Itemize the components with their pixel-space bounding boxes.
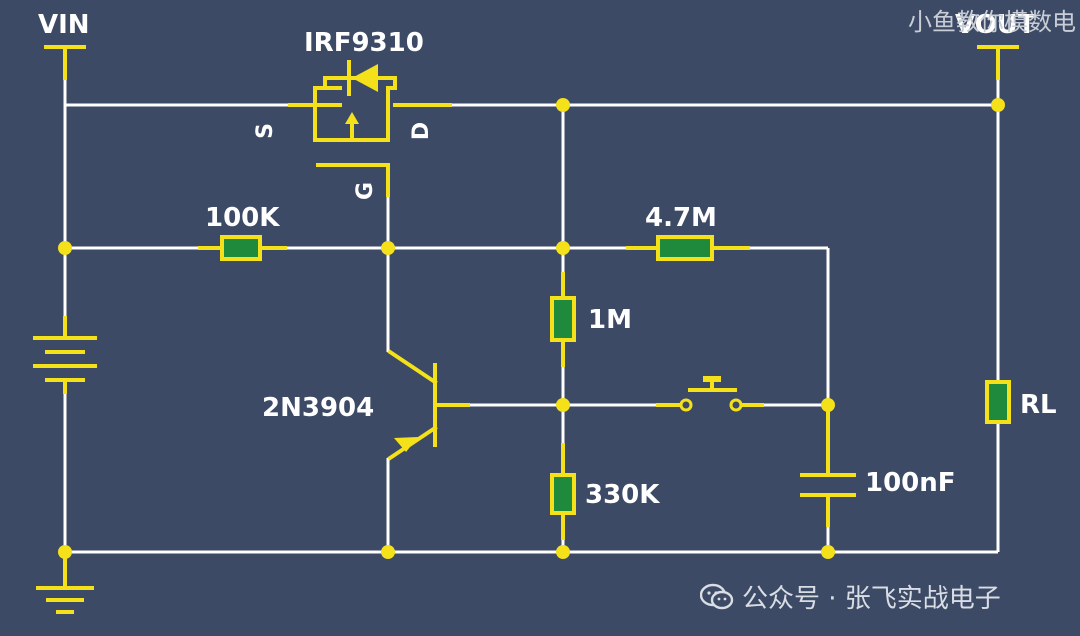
capacitor-100nf [800, 403, 856, 527]
vout-label: VOUT [955, 10, 1036, 40]
junction-bottom-cap [821, 545, 835, 559]
resistor-1m [550, 272, 576, 367]
r-gate-label: 100K [205, 203, 280, 233]
switch-contact-left [679, 398, 693, 412]
mosfet-irf9310 [288, 76, 452, 197]
ground-symbol [36, 553, 94, 614]
watermark-top: 小鱼教你模数电 [908, 8, 1076, 36]
wechat-icon [700, 583, 734, 609]
junction-top-right [991, 98, 1005, 112]
junction-mid-left [58, 241, 72, 255]
r-feedback-label: 4.7M [645, 203, 717, 233]
watermark-bottom-text: 公众号 · 张飞实战电子 [742, 584, 1001, 614]
load-label: RL [1020, 390, 1057, 420]
diode-symbol [347, 60, 378, 96]
junction-bottom-center [556, 545, 570, 559]
watermark-bottom: 公众号 · 张飞实战电子 [700, 578, 1001, 615]
vout-terminal [977, 45, 1019, 80]
junction-bottom-emitter [381, 545, 395, 559]
junction-top-center [556, 98, 570, 112]
capacitor-label: 100nF [865, 468, 956, 498]
resistor-100k [198, 235, 287, 261]
mosfet-label: IRF9310 [304, 28, 424, 58]
vin-label: VIN [38, 10, 90, 40]
battery-symbol [33, 316, 97, 394]
mosfet-arrow [345, 112, 359, 124]
junction-base [556, 398, 570, 412]
resistor-4-7m [626, 235, 750, 261]
junction-dots [58, 98, 1005, 559]
r-upper-label: 1M [588, 305, 632, 335]
gate-pin-label: G [353, 181, 379, 201]
r-lower-label: 330K [585, 480, 660, 510]
source-pin-label: S [252, 123, 278, 139]
junction-mid-center [556, 241, 570, 255]
switch-contact-right [729, 398, 743, 412]
junction-gate [381, 241, 395, 255]
junction-cap-top [821, 398, 835, 412]
push-button-switch [656, 376, 764, 407]
transistor-label: 2N3904 [262, 393, 375, 423]
wires [63, 78, 1000, 555]
transistor-arrow [394, 437, 418, 452]
resistor-rl [985, 380, 1011, 424]
resistor-330k [550, 443, 576, 540]
junction-bottom-left [58, 545, 72, 559]
drain-pin-label: D [409, 121, 435, 141]
vin-terminal [44, 45, 86, 80]
